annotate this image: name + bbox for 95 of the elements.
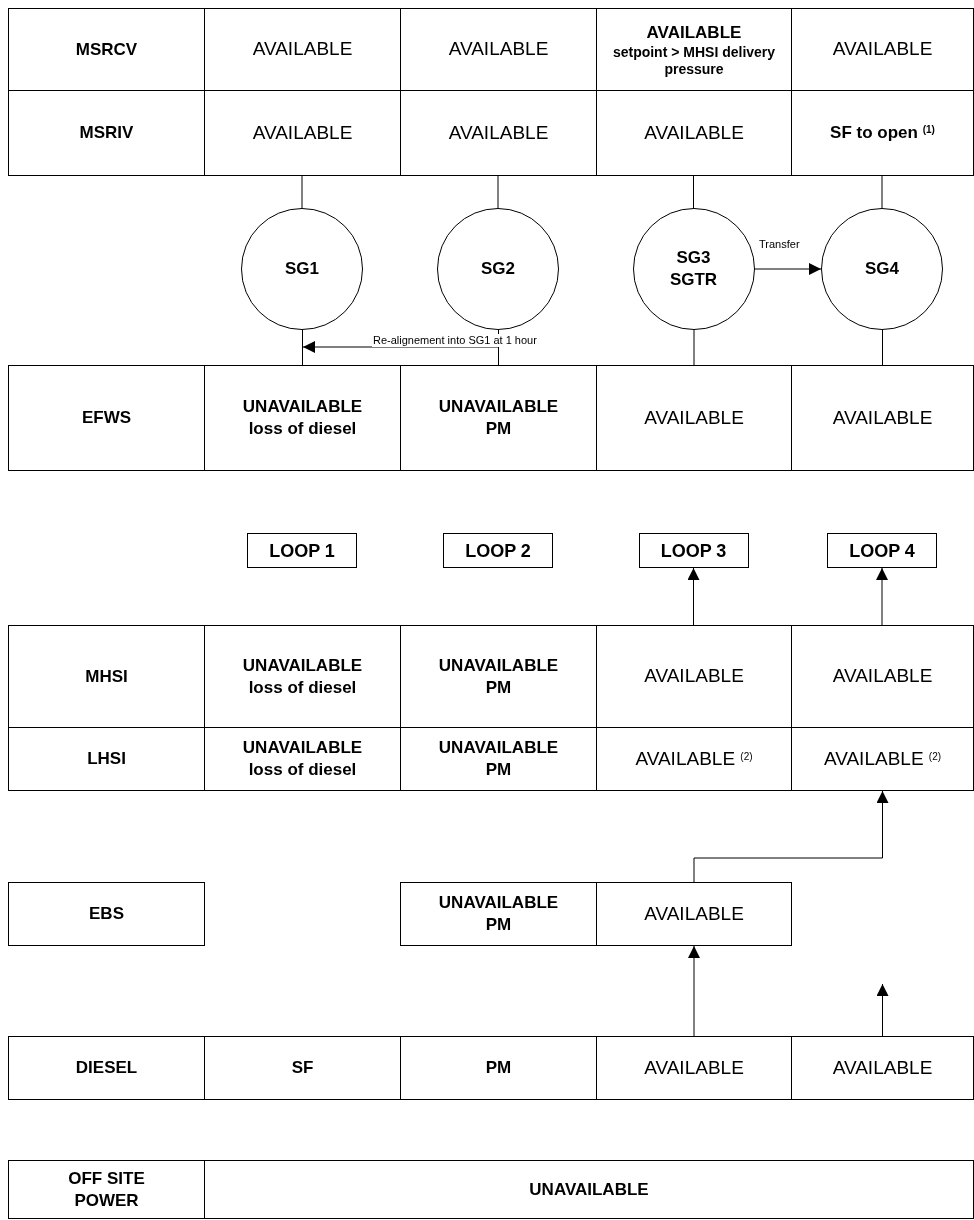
connector-line [302, 329, 303, 366]
table-cell [204, 1036, 401, 1100]
table-cell [8, 1036, 205, 1100]
table-cell [8, 1160, 205, 1219]
cell-text: PM [485, 676, 512, 699]
arrow [688, 945, 700, 1037]
edge-label: Transfer [758, 238, 801, 251]
cell-text: UNAVAILABLE [438, 654, 559, 677]
cell-text: setpoint > MHSI delivery pressure [611, 43, 777, 78]
cell-text: AVAILABLE [644, 1055, 744, 1080]
table-cell [204, 365, 401, 471]
table-cell [791, 90, 974, 176]
cell-text: SG4 [865, 258, 899, 280]
cell-text: UNAVAILABLE [438, 396, 559, 418]
cell-text: AVAILABLE [252, 120, 353, 145]
cell-text: LOOP 2 [465, 540, 531, 561]
connector-line [301, 175, 303, 209]
cell-text: LHSI [87, 748, 126, 770]
cell-text: LOOP 3 [660, 540, 727, 561]
table-cell [791, 8, 974, 91]
table-cell [8, 90, 205, 176]
table-cell [596, 365, 792, 471]
table-cell [400, 1036, 597, 1100]
connector-line [497, 175, 499, 209]
cell-text: AVAILABLE [644, 664, 744, 689]
arrow [876, 567, 888, 626]
cell-text: UNAVAILABLE [438, 892, 559, 914]
cell-text: MSRCV [75, 38, 138, 61]
cell-text: SG1 [285, 258, 319, 280]
cell-text: AVAILABLE [832, 1055, 933, 1080]
connector-line [693, 329, 695, 366]
cell-text: AVAILABLE [832, 405, 933, 430]
arrow [302, 341, 499, 353]
cell-text: DIESEL [75, 1057, 138, 1079]
loop-box [827, 533, 937, 568]
cell-text: SF to open $^{(1)}$ [830, 122, 935, 144]
cell-text: loss of diesel [248, 676, 357, 699]
cell-text: MSRIV [79, 122, 134, 144]
cell-text: PM [485, 759, 512, 781]
cell-text: UNAVAILABLE [242, 737, 363, 759]
cell-text: AVAILABLE $^{(2)}$ [823, 746, 942, 771]
cell-text: AVAILABLE [448, 37, 549, 62]
table-cell [791, 365, 974, 471]
cell-text: OFF SITE POWER [67, 1167, 146, 1212]
cell-text: AVAILABLE [644, 901, 744, 926]
cell-text: AVAILABLE [252, 37, 353, 62]
table-cell [596, 1036, 792, 1100]
cell-text: MHSI [85, 665, 128, 688]
arrow [687, 567, 700, 626]
loop-box [443, 533, 553, 568]
connector-line [882, 329, 883, 366]
cell-text: AVAILABLE [644, 405, 744, 430]
cell-text: EBS [89, 903, 124, 925]
connector-line [881, 175, 883, 209]
table-cell [791, 1036, 974, 1100]
cell-text: UNAVAILABLE [529, 1178, 649, 1201]
cell-text: AVAILABLE $^{(2)}$ [635, 746, 753, 771]
cell-text: loss of diesel [248, 759, 357, 781]
loop-box [638, 533, 749, 568]
table-cell [791, 727, 974, 791]
cell-text: SG2 [481, 258, 515, 280]
cell-text: loss of diesel [248, 418, 357, 440]
table-cell [596, 882, 792, 946]
arrow [754, 263, 822, 275]
cell-text: SF [291, 1057, 314, 1079]
cell-text: AVAILABLE [832, 664, 933, 689]
cell-text: LOOP 4 [849, 540, 915, 561]
cell-text: AVAILABLE [646, 21, 742, 44]
table-cell [8, 8, 205, 91]
cell-text: UNAVAILABLE [242, 396, 363, 418]
table-cell [8, 727, 205, 791]
cell-text: AVAILABLE [832, 37, 933, 62]
cell-text: UNAVAILABLE [242, 654, 363, 677]
loop-box [247, 533, 357, 568]
connector-line [693, 175, 694, 209]
cell-text: LOOP 1 [269, 540, 335, 561]
cell-text: PM [485, 914, 512, 936]
arrow [693, 790, 889, 883]
cell-text: UNAVAILABLE [438, 737, 559, 759]
table-cell [8, 365, 205, 471]
cell-text: SG3 [676, 247, 711, 269]
cell-text: PM [485, 418, 512, 440]
cell-text: AVAILABLE [644, 120, 744, 145]
table-cell [400, 365, 597, 471]
table-cell [8, 882, 205, 946]
arrow [876, 983, 889, 1037]
table-cell [400, 882, 597, 946]
edge-label: Re-alignement into SG1 at 1 hour [372, 334, 538, 347]
cell-text: EFWS [81, 407, 132, 429]
cell-text: SGTR [669, 269, 718, 291]
table-cell [8, 625, 205, 728]
cell-text: AVAILABLE [448, 120, 549, 145]
table-cell [204, 1160, 974, 1219]
cell-text: PM [485, 1057, 512, 1079]
table-cell [791, 625, 974, 728]
